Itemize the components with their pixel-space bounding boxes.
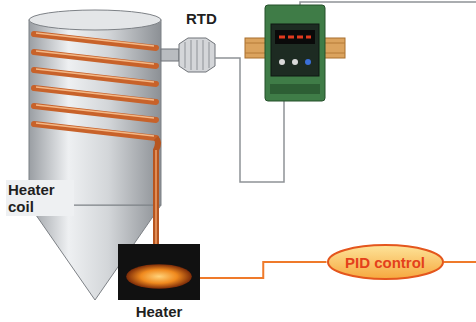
rtd-fitting xyxy=(161,49,179,61)
ellipse-label: PID control xyxy=(345,254,425,271)
process-ellipse: PID control xyxy=(327,244,444,280)
tank-top xyxy=(29,10,161,30)
display-digits xyxy=(279,36,311,39)
controller-button xyxy=(305,59,311,65)
sensor-label: RTD xyxy=(186,10,246,27)
heater-box: Heater xyxy=(118,244,200,320)
output-line xyxy=(444,261,476,263)
rtd-symbol xyxy=(179,38,215,72)
controller-button xyxy=(279,59,285,65)
part-label: Heater coil xyxy=(6,180,74,216)
tank-body xyxy=(29,20,161,205)
heater-pipe xyxy=(156,138,158,250)
node-label: Heater xyxy=(118,300,200,320)
heater-coil-symbol xyxy=(34,34,156,138)
signal-line xyxy=(200,262,327,278)
controller-face xyxy=(271,24,319,76)
controller-terminals xyxy=(270,84,320,94)
coil-highlight xyxy=(36,33,154,136)
heater-glow xyxy=(118,244,200,300)
controller-body xyxy=(265,5,325,101)
pipe-highlight xyxy=(155,150,157,250)
rtd-ribs xyxy=(185,40,209,70)
output-wire xyxy=(300,2,476,5)
controller-button xyxy=(292,59,298,65)
controller-display xyxy=(275,30,315,44)
heater-body xyxy=(118,244,200,300)
